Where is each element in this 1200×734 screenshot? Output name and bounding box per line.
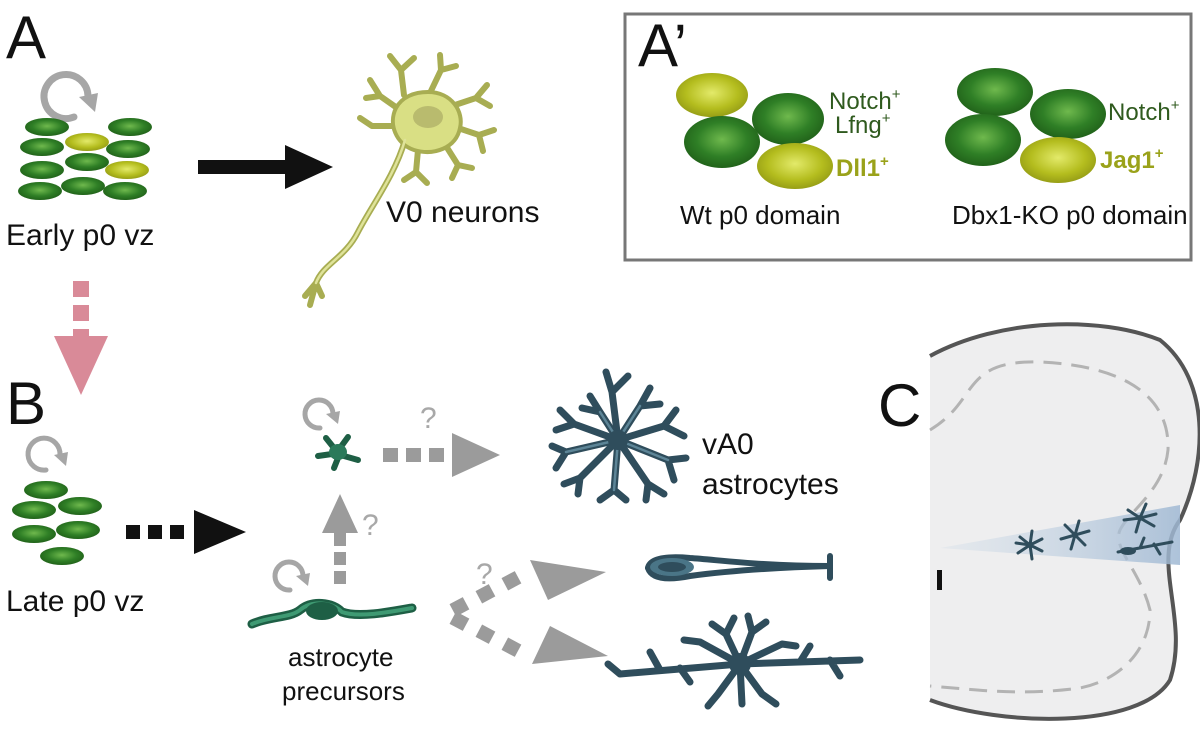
astrocyte-precursor-icon — [247, 599, 417, 629]
ko-jag1-label: Jag1+ — [1100, 145, 1164, 174]
radial-astrocyte-icon — [645, 553, 833, 582]
spinal-cord-section — [929, 322, 1200, 721]
va0-astrocyte-icon — [548, 368, 690, 504]
panel-letter-a: A — [6, 4, 46, 71]
ko-cell-cluster — [945, 68, 1106, 183]
early-vz-cells — [18, 118, 152, 200]
self-renewal-arrow-icon — [40, 71, 98, 122]
self-renewal-arrow-icon — [25, 435, 68, 473]
va0-label-line2: astrocytes — [702, 468, 839, 501]
to-fibrous-astrocyte-arrow — [449, 611, 608, 664]
ko-domain-caption: Dbx1-KO p0 domain — [952, 200, 1188, 230]
to-radial-glia-arrow — [449, 560, 606, 617]
question-mark-top: ? — [420, 402, 437, 435]
question-mark-diverging: ? — [476, 558, 493, 591]
question-mark-upward: ? — [362, 509, 379, 542]
panel-letter-c: C — [878, 372, 921, 439]
to-va0-arrow — [383, 433, 500, 477]
va0-label-line1: vA0 — [702, 428, 754, 461]
v0-neurons-label: V0 neurons — [386, 196, 539, 229]
self-renewal-arrow-icon — [272, 559, 310, 593]
upward-transition-arrow — [322, 494, 358, 584]
wt-lfng-label: Lfng+ — [835, 110, 891, 139]
panel-letter-a-prime: A’ — [638, 12, 687, 79]
fibrous-astrocyte-icon — [604, 612, 864, 710]
self-renewal-arrow-icon — [302, 397, 340, 431]
v0-neuron-icon — [302, 52, 497, 308]
precursor-label-line2: precursors — [282, 676, 405, 706]
late-vz-cells — [12, 481, 102, 565]
wt-notch-label: Notch+ — [829, 86, 901, 115]
intermediate-precursor-icon — [315, 434, 361, 471]
gliogenesis-arrow — [126, 510, 246, 554]
wt-cell-cluster — [676, 73, 833, 189]
wt-domain-caption: Wt p0 domain — [680, 200, 840, 230]
developmental-progression-arrow — [54, 281, 108, 395]
panel-letter-b: B — [6, 370, 46, 437]
late-vz-label: Late p0 vz — [6, 585, 144, 618]
spinal-cord-astrocytes — [1014, 502, 1174, 561]
early-vz-label: Early p0 vz — [6, 219, 154, 252]
neurogenesis-arrow — [198, 145, 333, 189]
precursor-label-line1: astrocyte — [288, 642, 394, 672]
ko-notch-label: Notch+ — [1108, 97, 1180, 126]
wt-dll1-label: Dll1+ — [836, 153, 889, 182]
